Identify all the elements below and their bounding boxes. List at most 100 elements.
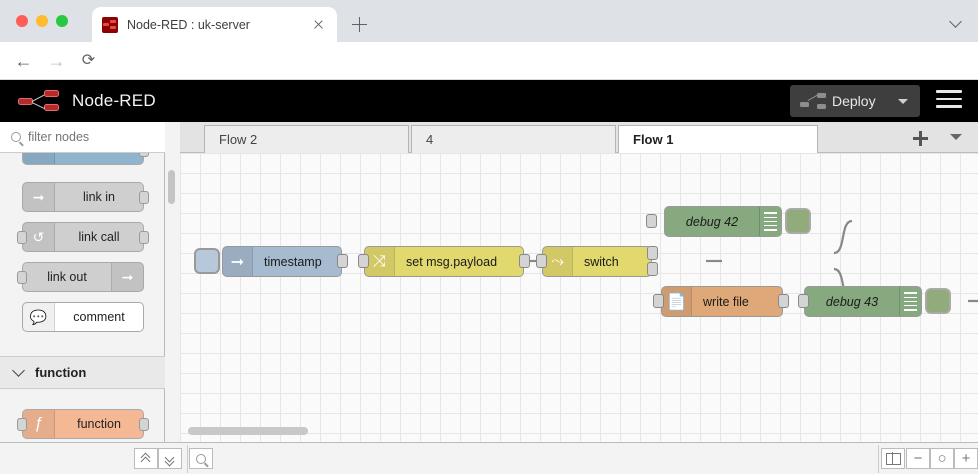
palette-node-comment[interactable]: 💬 comment: [22, 302, 144, 332]
zoom-out-icon: −: [913, 450, 923, 467]
output-port[interactable]: [139, 418, 149, 431]
chevron-down-icon[interactable]: [898, 98, 908, 104]
canvas-horizontal-scrollbar[interactable]: [188, 427, 308, 435]
map-navigator-icon: [885, 452, 901, 465]
node-red-footer: − ○ +: [0, 442, 978, 474]
comment-icon: 💬: [23, 303, 55, 331]
reload-icon[interactable]: ⟳: [81, 52, 96, 69]
collapse-all-button[interactable]: [134, 448, 158, 469]
forward-arrow-icon[interactable]: →: [47, 51, 66, 71]
zoom-reset-button[interactable]: ○: [930, 448, 954, 469]
browser-tab-title: Node-RED : uk-server: [127, 17, 250, 32]
chevron-down-icon[interactable]: [951, 17, 962, 24]
output-port[interactable]: [778, 294, 789, 308]
flow-tab-bar: Flow 2 4 Flow 1: [180, 122, 978, 153]
input-port[interactable]: [798, 294, 809, 308]
input-port[interactable]: [17, 231, 27, 244]
flow-node-label: debug 43: [825, 294, 879, 309]
close-window-button[interactable]: [16, 15, 28, 27]
link-out-icon: ➞: [111, 263, 143, 291]
zoom-in-button[interactable]: +: [954, 448, 978, 469]
divider: [187, 445, 188, 473]
window-controls: [16, 15, 68, 27]
palette-category-function[interactable]: function: [0, 356, 165, 389]
expand-all-button[interactable]: [158, 448, 182, 469]
palette-node-clipped[interactable]: [22, 153, 149, 165]
debug-lines-icon: [899, 287, 921, 316]
minimize-window-button[interactable]: [36, 15, 48, 27]
flow-tab-flow-2[interactable]: Flow 2: [204, 125, 409, 153]
flow-node-change-set-payload[interactable]: ⤨ set msg.payload: [364, 246, 524, 277]
switch-branch-icon: ⤳: [543, 247, 573, 276]
flow-node-write-file[interactable]: 📄 write file: [661, 286, 783, 317]
maximize-window-button[interactable]: [56, 15, 68, 27]
palette-node-list: ➞ link in ↺ link call ➞ link out: [0, 153, 165, 442]
flow-tab-label: Flow 2: [219, 132, 258, 147]
search-icon: [11, 132, 21, 142]
search-input[interactable]: [28, 130, 138, 144]
input-port[interactable]: [358, 254, 369, 268]
output-port[interactable]: [139, 153, 149, 157]
hamburger-menu-icon[interactable]: [936, 90, 962, 112]
deploy-button[interactable]: Deploy: [790, 85, 920, 117]
palette-node-function[interactable]: ƒ function: [17, 409, 149, 439]
flow-tab-4[interactable]: 4: [411, 125, 616, 153]
change-shuffle-icon: ⤨: [365, 247, 395, 276]
flow-canvas[interactable]: ➞ timestamp ⤨ set msg.payload ⤳ switch: [180, 153, 978, 442]
flow-node-inject-timestamp[interactable]: ➞ timestamp: [222, 246, 342, 277]
add-flow-button[interactable]: [911, 129, 930, 148]
flow-node-label: timestamp: [264, 254, 322, 269]
output-port[interactable]: [139, 191, 149, 204]
debug-toggle-button[interactable]: [925, 288, 951, 314]
output-port[interactable]: [139, 231, 149, 244]
input-port[interactable]: [17, 418, 27, 431]
node-red-brand-title: Node-RED: [72, 91, 156, 110]
palette-node-link-call[interactable]: ↺ link call: [17, 222, 149, 252]
canvas-search-button[interactable]: [189, 448, 213, 469]
input-port[interactable]: [536, 254, 547, 268]
browser-tab-strip: Node-RED : uk-server: [0, 0, 978, 42]
output-port[interactable]: [337, 254, 348, 268]
flow-tab-flow-1[interactable]: Flow 1: [618, 125, 818, 153]
node-red-logo: [18, 89, 64, 113]
palette-filter[interactable]: [0, 122, 165, 153]
flow-node-debug-42[interactable]: debug 42: [664, 206, 782, 237]
palette-node-label: function: [77, 417, 121, 431]
flow-node-label: set msg.payload: [406, 254, 498, 269]
flow-node-switch[interactable]: ⤳ switch: [542, 246, 652, 277]
search-icon: [196, 453, 206, 464]
zoom-reset-icon: ○: [937, 450, 947, 467]
function-f-icon: ƒ: [23, 410, 55, 438]
flow-menu-chevron-down-icon[interactable]: [950, 134, 962, 140]
output-port-1[interactable]: [647, 246, 658, 260]
palette-node-label: link out: [47, 270, 87, 284]
node-red-favicon: [102, 16, 118, 33]
flow-node-debug-43[interactable]: debug 43: [804, 286, 922, 317]
flow-node-label: switch: [584, 254, 619, 269]
node-palette: ➞ link in ↺ link call ➞ link out: [0, 122, 175, 442]
inject-trigger-button[interactable]: [194, 248, 220, 274]
node-icon: [23, 153, 55, 164]
browser-navigation-bar: ← → ⟳ Not Secure uk-server:2718/#flow/a5…: [0, 42, 978, 117]
zoom-out-button[interactable]: −: [906, 448, 930, 469]
output-port-2[interactable]: [647, 262, 658, 276]
input-port[interactable]: [646, 214, 657, 228]
deploy-button-label: Deploy: [832, 93, 876, 109]
browser-tab[interactable]: Node-RED : uk-server: [92, 7, 337, 42]
inject-arrow-icon: ➞: [223, 247, 253, 276]
palette-scrollbar-thumb[interactable]: [168, 170, 175, 204]
link-in-icon: ➞: [23, 183, 55, 211]
output-port[interactable]: [519, 254, 530, 268]
flow-tab-label: Flow 1: [633, 132, 674, 147]
close-icon[interactable]: [310, 16, 327, 33]
input-port[interactable]: [17, 271, 27, 284]
new-tab-button[interactable]: [348, 13, 371, 36]
double-chevron-up-icon: [141, 454, 152, 464]
debug-toggle-button[interactable]: [785, 208, 811, 234]
palette-node-link-in[interactable]: ➞ link in: [22, 182, 149, 212]
palette-node-link-out[interactable]: ➞ link out: [17, 262, 144, 292]
navigator-button[interactable]: [881, 448, 905, 469]
input-port[interactable]: [653, 294, 664, 308]
palette-node-label: comment: [73, 310, 125, 324]
back-arrow-icon[interactable]: ←: [14, 51, 33, 71]
